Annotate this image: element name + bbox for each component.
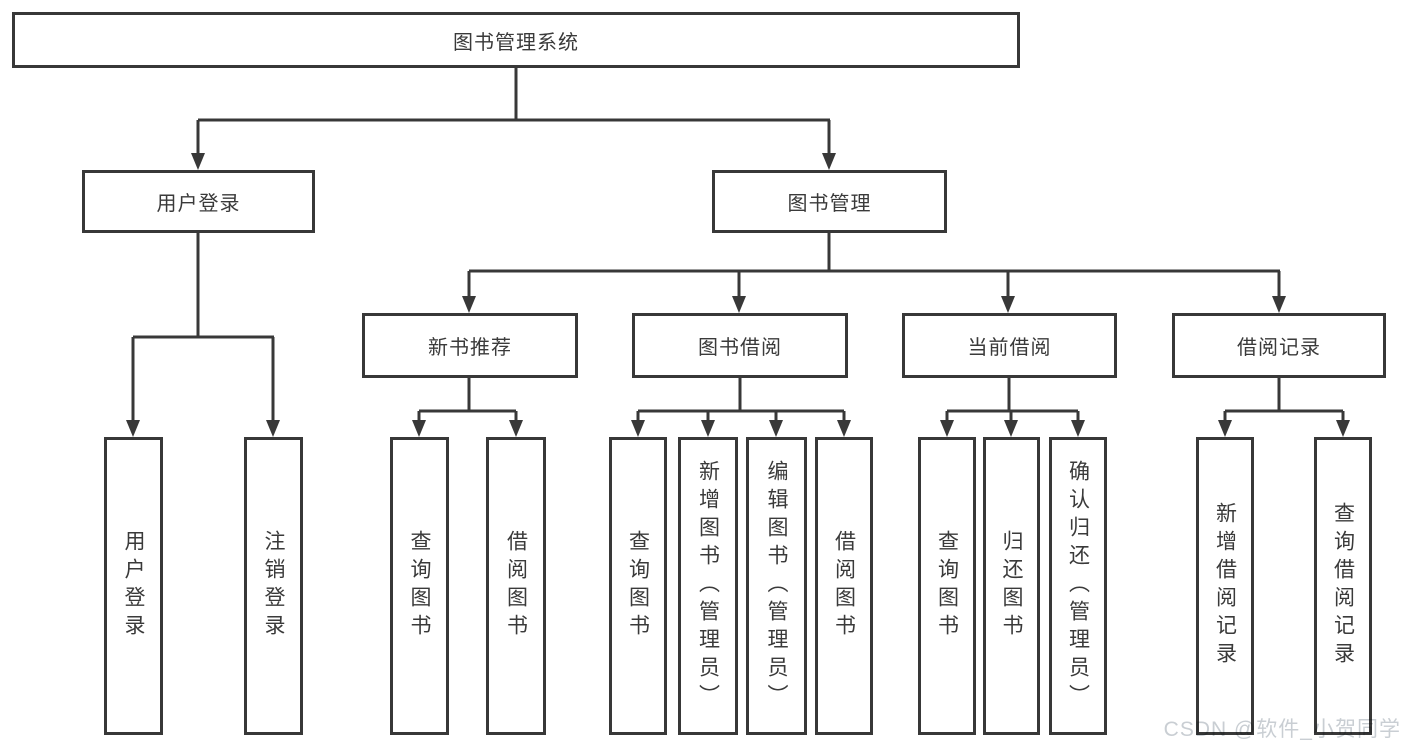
node-library-system: 图书管理系统: [12, 12, 1020, 68]
node-label: 借阅图书: [504, 530, 528, 642]
arrowhead: [412, 420, 426, 437]
node-label: 借阅图书: [832, 530, 856, 642]
node-label: 编辑图书（管理员）: [765, 460, 788, 712]
node-label: 查询借阅记录: [1331, 502, 1355, 670]
node-label: 查询图书: [408, 530, 431, 642]
leaf-query-books-borrow: 查询图书: [609, 437, 667, 735]
arrowhead: [1071, 420, 1085, 437]
node-current-borrow: 当前借阅: [902, 313, 1117, 378]
node-label: 确认归还（管理员）: [1066, 460, 1090, 712]
arrowhead: [822, 153, 836, 170]
arrowhead: [1001, 296, 1015, 313]
node-label: 用户登录: [122, 530, 145, 642]
node-label: 新书推荐: [428, 337, 512, 359]
node-book-borrow: 图书借阅: [632, 313, 848, 378]
arrowhead: [732, 296, 746, 313]
node-label: 查询图书: [935, 530, 959, 642]
leaf-borrow-books-recommend: 借阅图书: [486, 437, 546, 735]
leaf-confirm-return-admin: 确认归还（管理员）: [1049, 437, 1107, 735]
node-label: 查询图书: [626, 530, 650, 642]
leaf-user-login: 用户登录: [104, 437, 163, 735]
leaf-add-borrow-record: 新增借阅记录: [1196, 437, 1254, 735]
leaf-borrow-books: 借阅图书: [815, 437, 873, 735]
node-user-login: 用户登录: [82, 170, 315, 233]
arrowhead: [631, 420, 645, 437]
arrowhead: [509, 420, 523, 437]
node-new-book-recommend: 新书推荐: [362, 313, 578, 378]
leaf-query-books-recommend: 查询图书: [390, 437, 449, 735]
leaf-query-books-current: 查询图书: [918, 437, 976, 735]
node-label: 图书借阅: [698, 337, 782, 359]
arrowhead: [837, 420, 851, 437]
arrowhead: [1004, 420, 1018, 437]
node-book-management: 图书管理: [712, 170, 947, 233]
csdn-watermark: CSDN @软件_小贺同学: [1163, 718, 1401, 741]
arrowhead: [1218, 420, 1232, 437]
leaf-return-books: 归还图书: [983, 437, 1040, 735]
arrowhead: [701, 420, 715, 437]
node-label: 借阅记录: [1237, 337, 1321, 359]
arrowhead: [769, 420, 783, 437]
leaf-logout: 注销登录: [244, 437, 303, 735]
arrowhead: [266, 420, 280, 437]
node-label: 归还图书: [1000, 530, 1023, 642]
node-label: 新增图书（管理员）: [696, 460, 720, 712]
node-label: 新增借阅记录: [1213, 502, 1237, 670]
node-label: 图书管理: [787, 193, 872, 215]
arrowhead: [1336, 420, 1350, 437]
leaf-query-borrow-record: 查询借阅记录: [1314, 437, 1372, 735]
node-borrow-records: 借阅记录: [1172, 313, 1386, 378]
node-label: 注销登录: [262, 530, 285, 642]
leaf-edit-books-admin: 编辑图书（管理员）: [746, 437, 807, 735]
node-label: 当前借阅: [967, 337, 1052, 359]
arrowhead: [126, 420, 140, 437]
arrowhead: [191, 153, 205, 170]
node-label: 用户登录: [156, 193, 241, 215]
leaf-add-books-admin: 新增图书（管理员）: [678, 437, 738, 735]
arrowhead: [940, 420, 954, 437]
node-label: 图书管理系统: [453, 31, 579, 54]
arrowhead: [1272, 296, 1286, 313]
arrowhead: [462, 296, 476, 313]
